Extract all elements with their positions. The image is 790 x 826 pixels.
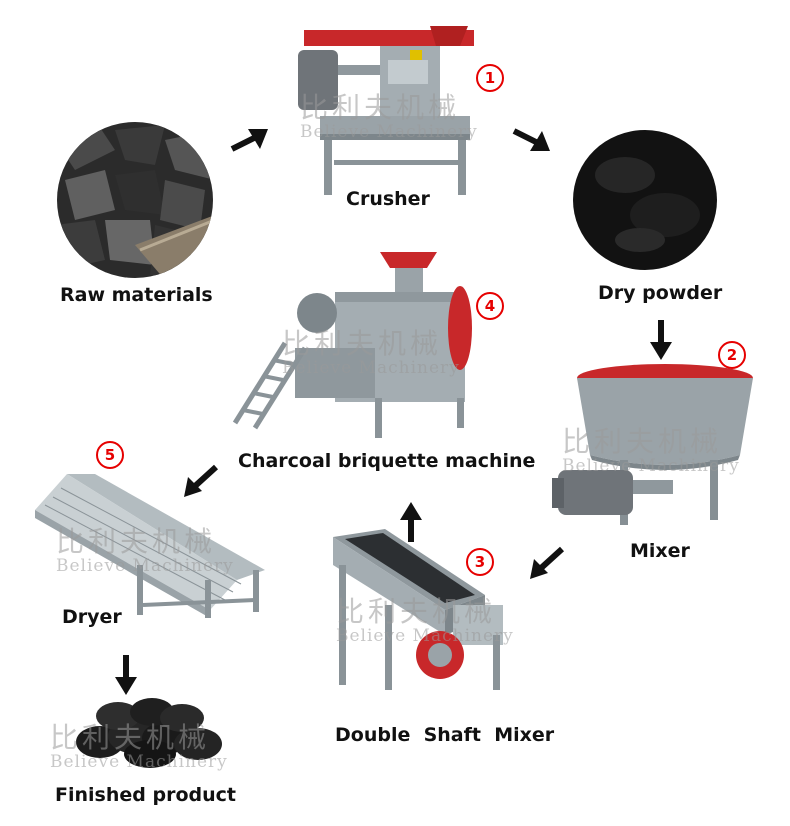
arrow-dryer-to-finished xyxy=(115,655,137,697)
arrow-crusher-to-powder xyxy=(510,125,554,155)
raw-materials-image xyxy=(55,120,215,280)
double-shaft-mixer-label: Double Shaft Mixer xyxy=(335,724,554,746)
watermark-briquette-machine: 比利夫机械 Believe Machinery xyxy=(282,322,460,378)
raw-materials-label: Raw materials xyxy=(60,284,213,306)
arrow-raw-to-crusher xyxy=(228,125,272,155)
dry-powder-label: Dry powder xyxy=(598,282,722,304)
arrow-double-shaft-to-briquette xyxy=(400,500,422,542)
watermark-dryer: 比利夫机械 Believe Machinery xyxy=(56,520,234,576)
step-number-4: 4 xyxy=(476,292,504,320)
finished-product-label: Finished product xyxy=(55,784,236,806)
watermark-mixer: 比利夫机械 Believe Machinery xyxy=(562,420,740,476)
crusher-label: Crusher xyxy=(346,188,430,210)
arrow-mixer-to-double-shaft xyxy=(526,545,566,581)
dry-powder-image xyxy=(565,120,725,280)
watermark-double-shaft-mixer: 比利夫机械 Believe Machinery xyxy=(336,590,514,646)
step-number-3: 3 xyxy=(466,548,494,576)
arrow-powder-to-mixer xyxy=(650,320,672,362)
watermark-finished-product: 比利夫机械 Believe Machinery xyxy=(50,716,228,772)
dryer-label: Dryer xyxy=(62,606,122,628)
arrow-briquette-to-dryer xyxy=(180,463,220,499)
step-number-5: 5 xyxy=(96,441,124,469)
mixer-label: Mixer xyxy=(630,540,690,562)
briquette-machine-label: Charcoal briquette machine xyxy=(238,450,535,472)
watermark-crusher: 比利夫机械 Believe Machinery xyxy=(300,86,478,142)
step-number-1: 1 xyxy=(476,64,504,92)
